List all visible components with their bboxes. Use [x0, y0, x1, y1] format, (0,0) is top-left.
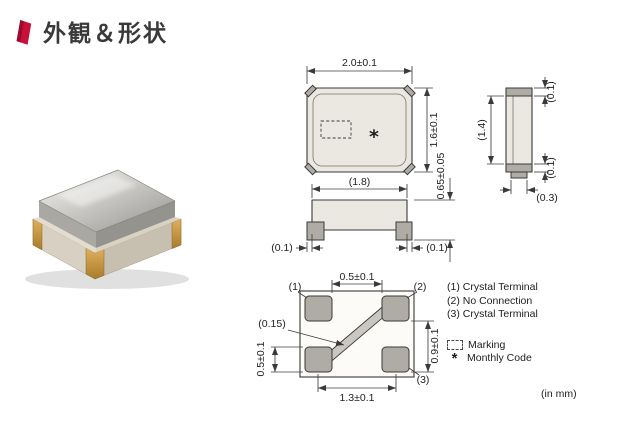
ceramic-rim-left: [33, 217, 96, 253]
top-view-corner-terminals: [304, 84, 416, 176]
horizontal-pitch-dimension: 1.3±0.1: [317, 374, 397, 404]
end-view-body: [505, 87, 533, 173]
thickness-dim-label: 0.65±0.05: [435, 153, 447, 200]
end-view-foot: [510, 171, 528, 179]
section-header: 外観＆形状: [12, 14, 168, 48]
end-view-top-terminal: [505, 87, 533, 97]
bottom-view-pad-2: [381, 295, 410, 322]
pad-height-label: 0.5±0.1: [255, 341, 267, 376]
legend-terminal-3: (3) Crystal Terminal: [447, 308, 538, 320]
vertical-pitch-dimension: 0.9±0.1: [411, 320, 441, 373]
end-lid-height-label: (1.4): [476, 119, 488, 141]
asterisk-icon: *: [451, 349, 458, 367]
lid-side-right: [96, 201, 175, 248]
bottom-view-pad-3: [381, 346, 410, 373]
thickness-dimension: 0.65±0.05: [414, 153, 455, 262]
end-top-pad-label: (0.1): [545, 81, 557, 103]
top-width-dim-label: 2.0±0.1: [342, 57, 377, 69]
gold-terminal-right: [171, 218, 182, 249]
ceramic-rim-right: [95, 217, 181, 253]
monthly-code-asterisk: *: [369, 126, 379, 148]
lid-side-left: [39, 201, 96, 248]
end-bottom-pad-dimension: (0.1): [534, 153, 557, 183]
trace-width-callout: (0.15): [258, 318, 345, 346]
top-view: *: [304, 84, 416, 176]
vertical-pitch-label: 0.9±0.1: [429, 328, 441, 363]
side-left-margin-dimension: (0.1): [271, 234, 323, 254]
end-top-pad-dimension: (0.1): [534, 77, 557, 107]
monthly-code-label: Monthly Code: [467, 352, 532, 364]
photo-shadow: [25, 269, 189, 289]
pad-gap-label: 0.5±0.1: [340, 271, 375, 283]
end-lid-height-dimension: (1.4): [476, 95, 504, 165]
marking-box-icon: [447, 340, 463, 351]
end-bottom-pad-label: (0.1): [545, 157, 557, 179]
side-view-right-terminal: [395, 221, 413, 241]
top-width-dimension: 2.0±0.1: [306, 57, 413, 84]
top-height-dim-label: 1.6±0.1: [428, 112, 440, 147]
side-right-margin-dimension: (0.1): [396, 234, 448, 254]
end-foot-width-dimension: (0.3): [500, 180, 558, 204]
marking-label: Marking: [468, 338, 506, 351]
page-title: 外観＆形状: [43, 20, 168, 46]
side-body-width-label: (1.8): [349, 176, 371, 188]
bottom-view-pad-4: [304, 346, 333, 373]
end-view: [505, 87, 533, 179]
end-foot-width-label: (0.3): [536, 192, 558, 204]
pin2-label: (2): [414, 281, 427, 293]
legend-monthly-code: * Monthly Code: [447, 349, 612, 367]
side-right-margin-label: (0.1): [426, 242, 448, 254]
side-body-width-dimension: (1.8): [311, 176, 408, 198]
pad-height-dimension: 0.5±0.1: [255, 341, 303, 376]
marking-area-box: [320, 120, 352, 139]
bottom-view-pad-1: [304, 295, 333, 322]
section-marker-icon: [16, 20, 32, 45]
side-view-body: [311, 199, 408, 231]
lid-highlight: [57, 175, 137, 207]
pin1-label: (1): [289, 281, 302, 293]
trace-width-label: (0.15): [258, 318, 285, 330]
product-photo: [25, 169, 189, 289]
legend-terminal-2: (2) No Connection: [447, 294, 533, 307]
unit-note: (in mm): [541, 388, 577, 400]
bottom-view: [299, 290, 415, 378]
side-view-left-terminal: [306, 221, 325, 241]
legend-marking: Marking: [447, 339, 612, 353]
top-height-dimension: 1.6±0.1: [414, 87, 440, 173]
pin-labels: (1) (2) (3): [289, 281, 430, 386]
end-view-bottom-terminal: [505, 163, 533, 173]
terminal-legend: (1) Crystal Terminal (2) No Connection (…: [447, 281, 612, 366]
horizontal-pitch-label: 1.3±0.1: [340, 392, 375, 404]
top-view-body: [306, 87, 413, 173]
pad-gap-dimension: 0.5±0.1: [331, 271, 383, 293]
metal-lid-top: [38, 169, 176, 233]
top-view-lid-outline: [312, 93, 407, 167]
legend-terminal-1: (1) Crystal Terminal: [447, 281, 538, 293]
pin3-label: (3): [417, 374, 430, 386]
side-view: [306, 199, 413, 241]
side-left-margin-label: (0.1): [271, 242, 293, 254]
